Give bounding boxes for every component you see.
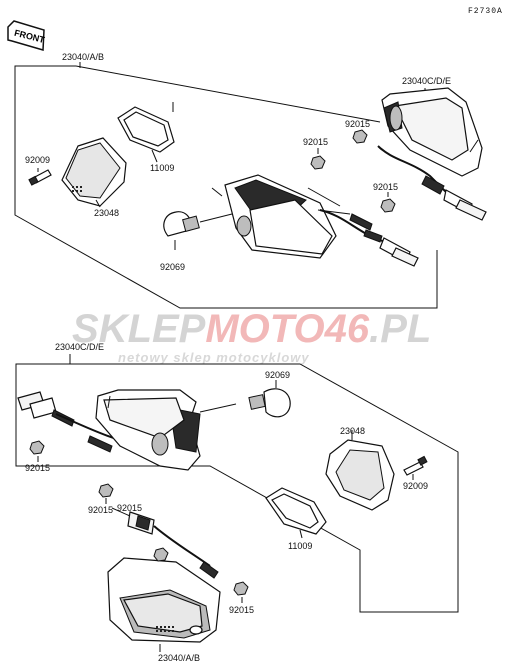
svg-text:SKLEPMOTO46.PL: SKLEPMOTO46.PL (72, 307, 431, 351)
watermark-part2: MOTO46 (205, 307, 370, 351)
bottom-nut-left: 92015 (25, 440, 50, 473)
top-lens-gasket: 11009 (117, 102, 175, 173)
watermark-part1: SKLEP (72, 307, 206, 351)
top-nut-right: 92015 (373, 182, 398, 213)
bottom-outline (15, 363, 459, 613)
bottom-callout-92015-lower: 92015 (117, 503, 142, 513)
bottom-callout-92015-mid: 92015 (88, 505, 113, 515)
top-inset-housing: 23040C/D/E (377, 76, 487, 221)
bottom-inset-label: 23040/A/B (158, 653, 200, 663)
top-signal-housing (211, 174, 351, 259)
top-inset-label: 23040C/D/E (402, 76, 451, 86)
bottom-callout-23048: 23048 (340, 426, 365, 436)
top-nut-inset: 92015 (345, 119, 370, 144)
watermark-part3: .PL (369, 307, 431, 351)
front-arrow: FRONT (7, 20, 46, 51)
top-callout-92015-inset: 92015 (345, 119, 370, 129)
watermark-tagline: netowy sklep motocyklowy (118, 350, 310, 365)
bottom-nut-inset: 92015 (229, 581, 254, 615)
bottom-assembly-group: 23040C/D/E 92069 (15, 342, 459, 663)
top-nut-left: 92015 (303, 137, 328, 170)
bottom-callout-92069: 92069 (265, 370, 290, 380)
bottom-assembly-label: 23040C/D/E (55, 342, 104, 352)
bottom-lens-gasket: 11009 (265, 487, 327, 551)
top-bulb: 92069 (160, 211, 233, 272)
bottom-screw: 92009 (403, 455, 428, 491)
bottom-callout-92015-inset: 92015 (229, 605, 254, 615)
bottom-signal-housing (95, 389, 237, 471)
bottom-nut-mid: 92015 (88, 483, 114, 515)
bottom-lens: 23048 (325, 426, 395, 511)
bottom-callout-11009: 11009 (288, 541, 312, 551)
top-outline-upper (24, 65, 381, 123)
top-callout-23048: 23048 (94, 208, 119, 218)
figure-code: F2730A (468, 7, 503, 16)
bottom-inset-housing: 23040/A/B (107, 511, 221, 663)
top-callout-92009: 92009 (25, 155, 50, 165)
top-callout-92015-right: 92015 (373, 182, 398, 192)
top-lens: 23048 (61, 137, 127, 218)
top-wiring (319, 209, 419, 267)
bottom-callout-92009: 92009 (403, 481, 428, 491)
bottom-nut-lower: 92015 (111, 503, 142, 517)
bottom-callout-92015-left: 92015 (25, 463, 50, 473)
top-assembly-label: 23040/A/B (62, 52, 104, 62)
top-screw: 92009 (25, 155, 52, 186)
top-outline (14, 65, 438, 309)
top-callout-92015-left: 92015 (303, 137, 328, 147)
watermark: SKLEPMOTO46.PL netowy sklep motocyklowy (72, 307, 431, 365)
top-callout-11009: 11009 (150, 163, 174, 173)
bottom-bulb: 92069 (248, 370, 291, 418)
top-callout-92069: 92069 (160, 262, 185, 272)
top-assembly-group: 23040/A/B 11009 23048 92009 (14, 52, 487, 309)
